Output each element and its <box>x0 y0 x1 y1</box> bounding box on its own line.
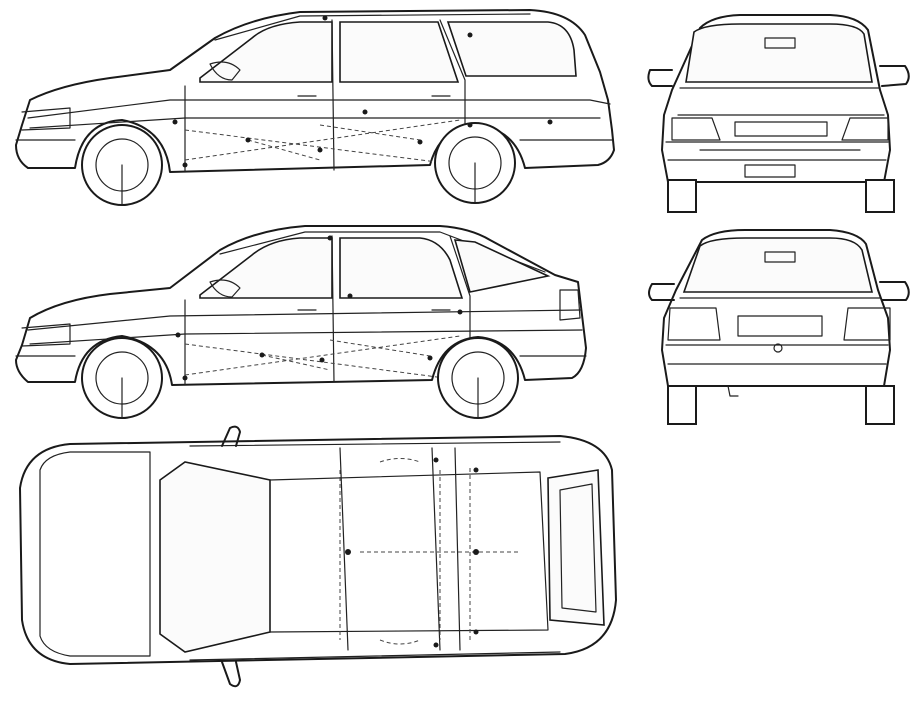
licence-plate <box>737 315 823 337</box>
bonnet <box>39 451 151 657</box>
hatchback-side-view <box>15 225 587 419</box>
front-door-window <box>199 21 333 83</box>
left-tyre <box>667 385 697 425</box>
top-view <box>19 425 617 688</box>
rear-door-window <box>339 21 460 83</box>
left-mirror <box>647 69 673 87</box>
rear-quarter-window <box>453 239 551 293</box>
hatchback-rear-view <box>648 229 910 425</box>
tail-light <box>559 289 581 321</box>
left-mirror <box>648 283 675 301</box>
right-mirror <box>879 65 910 87</box>
licence-plate-area <box>734 121 828 137</box>
estate-side-view <box>15 9 615 206</box>
tail-lights <box>671 117 889 141</box>
brake-light <box>764 37 796 49</box>
rear-door-window <box>339 237 464 299</box>
right-mirror <box>221 661 241 688</box>
brake-light <box>764 251 796 263</box>
left-tyre <box>667 179 697 213</box>
rear-window <box>682 237 874 293</box>
right-tyre <box>865 179 895 213</box>
estate-rear-view <box>647 14 910 213</box>
front-door-window <box>199 237 333 299</box>
right-tyre <box>865 385 895 425</box>
windscreen <box>159 461 271 653</box>
left-mirror <box>221 425 241 447</box>
right-mirror <box>879 281 910 301</box>
rear-side-window <box>446 21 577 77</box>
tail-lights <box>667 307 891 341</box>
rear-window <box>685 23 873 83</box>
